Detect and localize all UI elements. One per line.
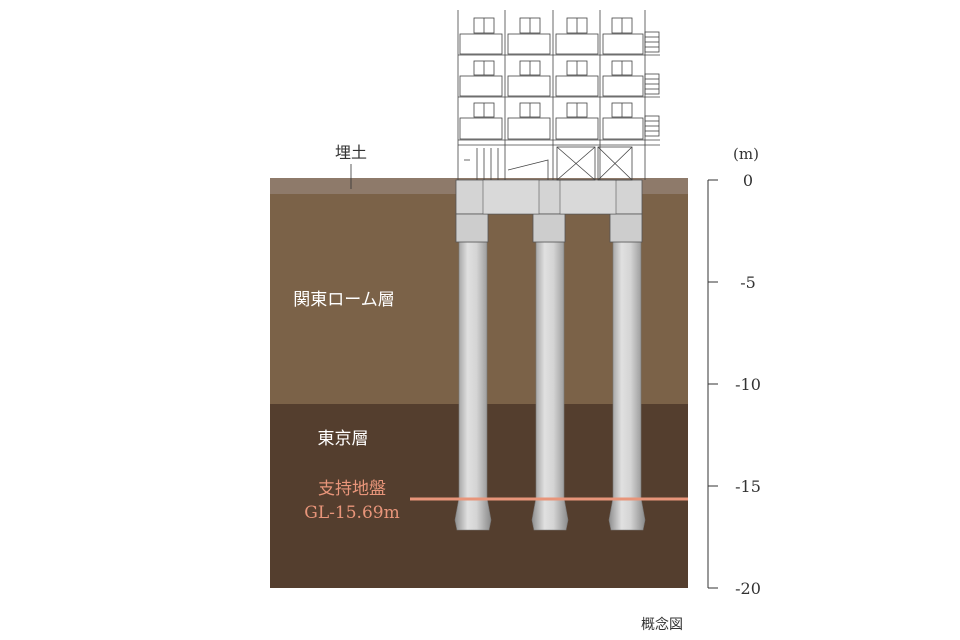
depth-axis: (m) 0 -5 -10 -15 -20	[707, 145, 761, 598]
building	[457, 10, 660, 181]
kanto-loam-label: 関東ローム層	[293, 290, 395, 310]
fill-soil-label: 埋土	[335, 143, 367, 162]
depth-tick-label: 0	[743, 171, 753, 190]
bearing-depth-label: GL-15.69m	[304, 503, 399, 523]
pile-3	[608, 241, 646, 531]
pile-group	[454, 241, 646, 531]
depth-tick-label: -15	[735, 477, 761, 496]
pile-1	[454, 241, 492, 531]
depth-ticks: 0 -5 -10 -15 -20	[708, 171, 761, 598]
tokyo-layer-label: 東京層	[318, 429, 369, 449]
depth-unit-label: (m)	[733, 145, 759, 163]
depth-tick-label: -5	[740, 273, 756, 292]
depth-tick-label: -10	[735, 375, 761, 394]
caption-label: 概念図	[641, 616, 683, 633]
pile-2	[531, 241, 569, 531]
depth-tick-label: -20	[735, 579, 761, 598]
foundation	[455, 179, 643, 243]
bearing-stratum-label: 支持地盤	[318, 479, 386, 499]
